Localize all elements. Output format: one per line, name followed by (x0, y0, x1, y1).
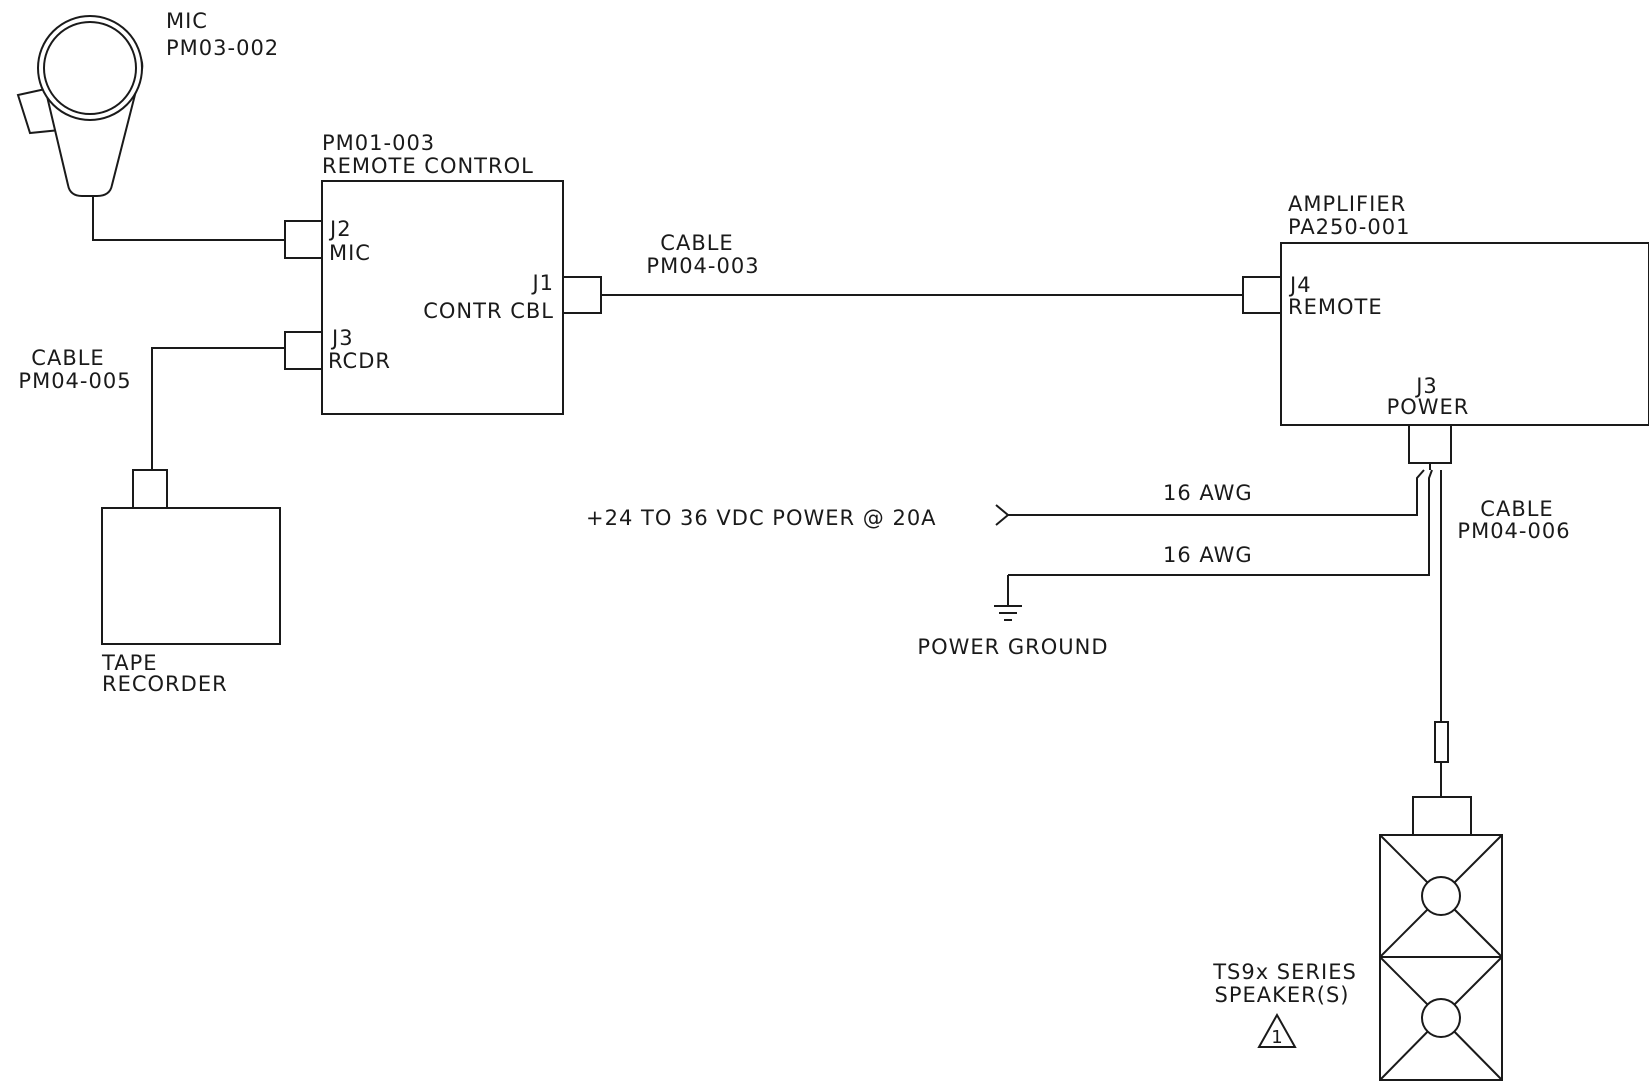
amplifier-j4-label: REMOTE (1288, 295, 1383, 319)
power-supply-label: +24 TO 36 VDC POWER @ 20A (586, 506, 937, 530)
speaker-cabinet (1379, 834, 1503, 1081)
remote-j2-connector (284, 220, 323, 259)
note-triangle-icon (1257, 1012, 1297, 1048)
remote-control-title: REMOTE CONTROL (322, 154, 534, 178)
mic-switch (16, 87, 61, 135)
power-supply-wire-gauge: 16 AWG (1163, 481, 1253, 505)
speaker-label-line1: TS9x SERIES (1212, 960, 1357, 984)
recorder-cable (151, 347, 285, 470)
speaker-cable-title: CABLE (1480, 497, 1553, 521)
remote-control-part-number: PM01-003 (322, 131, 435, 155)
power-supply-wire (1008, 469, 1425, 516)
remote-j1-id: J1 (530, 271, 554, 295)
speaker-inline-connector (1434, 721, 1449, 763)
remote-j2-label: MIC (329, 241, 371, 265)
control-cable-title: CABLE (660, 231, 733, 255)
remote-j1-label: CONTR CBL (423, 299, 554, 323)
amplifier-j4-connector (1242, 276, 1282, 314)
remote-j3-label: RCDR (328, 349, 391, 373)
amplifier-j3-connector (1408, 424, 1452, 464)
tape-recorder-connector (132, 469, 168, 509)
note-marker-number: 1 (1271, 1027, 1282, 1048)
microphone (16, 15, 144, 197)
control-cable-part-number: PM04-003 (646, 254, 759, 278)
amplifier-box (1280, 242, 1649, 426)
speaker-connector (1412, 796, 1472, 836)
remote-control-box (321, 180, 564, 415)
power-supply-arrow-icon (995, 504, 1010, 526)
recorder-cable-title: CABLE (31, 346, 104, 370)
tape-recorder-label-line1: TAPE (101, 651, 158, 675)
amplifier-part-number: PA250-001 (1288, 215, 1410, 239)
remote-j1-connector (562, 276, 602, 314)
remote-j3-connector (284, 331, 323, 370)
mic-head-inner (43, 21, 137, 115)
power-ground-wire-gauge: 16 AWG (1163, 543, 1253, 567)
amplifier-j3-label: POWER (1387, 395, 1470, 419)
remote-j3-id: J3 (330, 326, 354, 350)
speaker-cable-part-number: PM04-006 (1457, 519, 1570, 543)
recorder-cable-part-number: PM04-005 (18, 369, 131, 393)
mic-title: MIC (166, 9, 208, 33)
speaker-label-line2: SPEAKER(S) (1215, 983, 1350, 1007)
tape-recorder-box (101, 507, 281, 645)
speaker-driver-lower (1421, 998, 1461, 1038)
power-ground-wire (1008, 469, 1433, 576)
amplifier-j4-id: J4 (1288, 273, 1312, 297)
amplifier-j3-id: J3 (1414, 374, 1438, 398)
power-ground-label: POWER GROUND (917, 635, 1108, 659)
mic-part-number: PM03-002 (166, 36, 279, 60)
tape-recorder-label-line2: RECORDER (102, 672, 228, 696)
amplifier-title: AMPLIFIER (1288, 192, 1406, 216)
mic-cable (92, 196, 285, 241)
ground-icon (994, 575, 1022, 621)
speaker-driver-upper (1421, 876, 1461, 916)
remote-j2-id: J2 (328, 217, 352, 241)
